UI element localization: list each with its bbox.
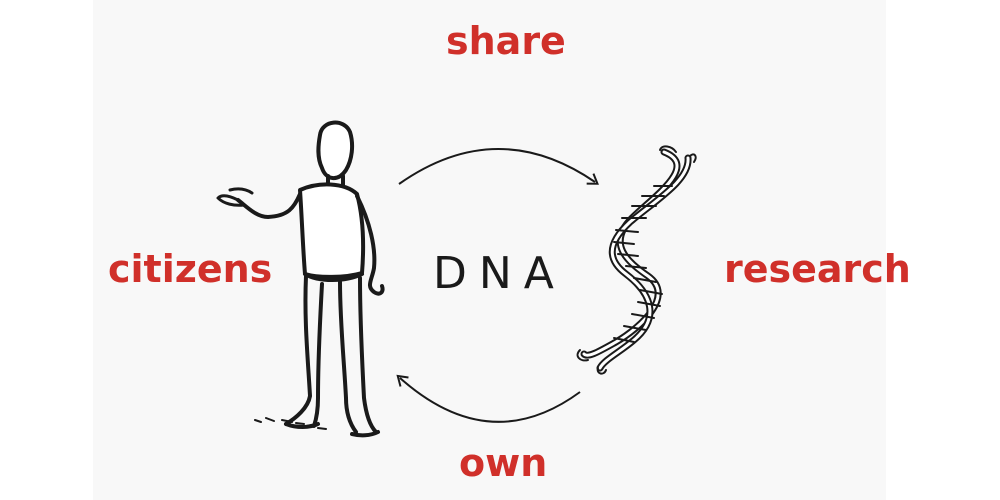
dna-center-label: DNA xyxy=(433,248,566,299)
arrow-bottom-icon xyxy=(396,374,581,423)
dna-double-helix-icon xyxy=(576,145,697,375)
arrow-top-icon xyxy=(398,148,599,185)
person-shrugging-icon xyxy=(216,120,385,438)
own-label: own xyxy=(459,441,548,485)
diagram-background xyxy=(93,0,886,500)
research-label: research xyxy=(724,247,911,291)
share-label: share xyxy=(446,19,566,63)
citizens-label: citizens xyxy=(108,247,273,291)
